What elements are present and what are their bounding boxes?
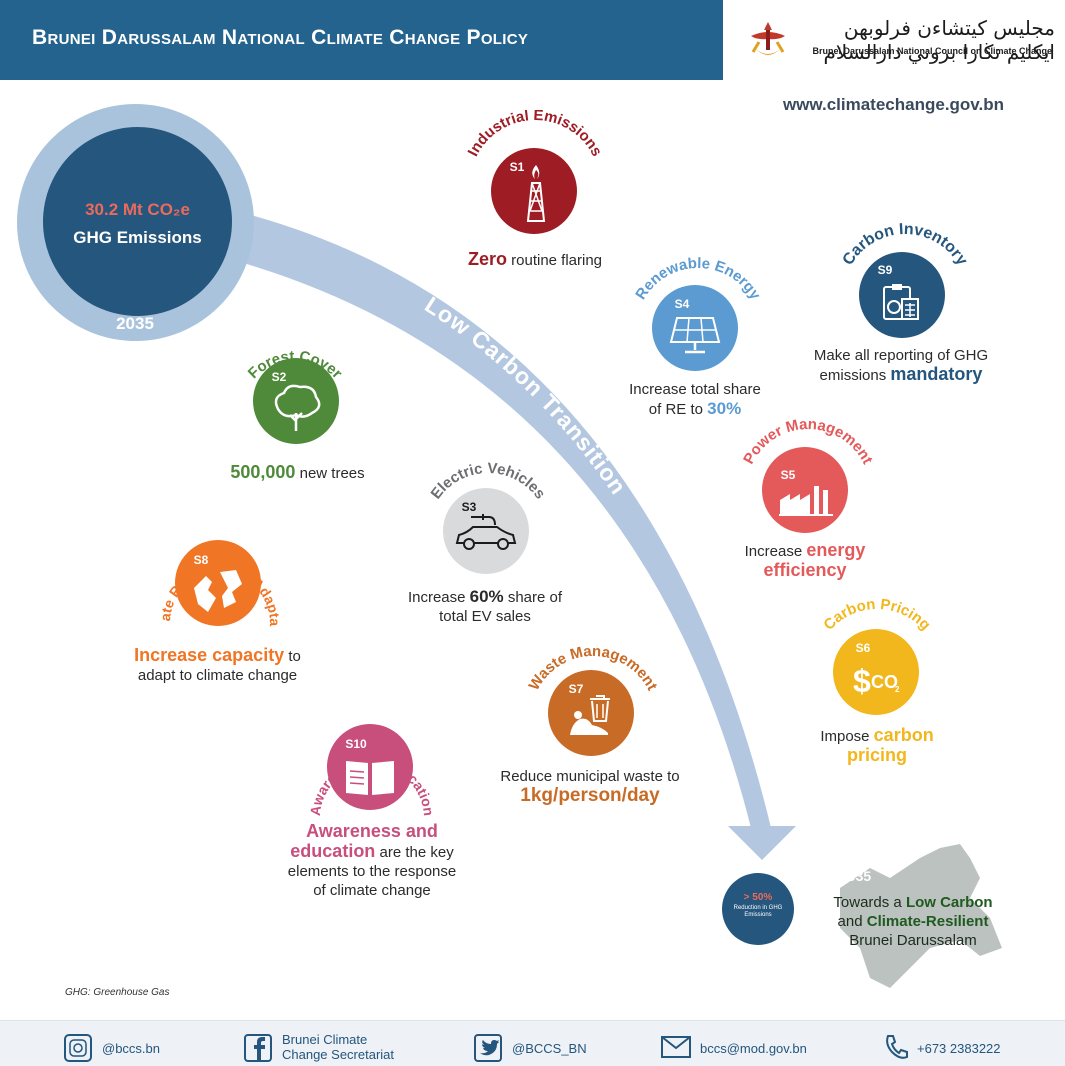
carbon-dollar-icon: $ CO 2 (853, 663, 900, 699)
twitter-icon[interactable] (473, 1033, 503, 1063)
s5-circle (762, 447, 848, 533)
s10-circle (327, 724, 413, 810)
emissions-label: GHG Emissions (73, 228, 202, 247)
s5-code: S5 (780, 468, 796, 482)
s4-code: S4 (674, 297, 690, 311)
phone-number[interactable]: +673 2383222 (917, 1041, 1001, 1056)
council-name-english: Brunei Darussalam National Council on Cl… (812, 46, 1052, 56)
twitter-handle[interactable]: @BCCS_BN (512, 1041, 587, 1056)
svg-text:Carbon Pricing: Carbon Pricing (820, 596, 933, 634)
s9-circle (859, 252, 945, 338)
land-crack-icon (194, 570, 242, 612)
website-link[interactable]: www.climatechange.gov.bn (782, 95, 1004, 114)
footnote: GHG: Greenhouse Gas (65, 987, 170, 998)
instagram-handle[interactable]: @bccs.bn (102, 1041, 160, 1056)
mail-icon[interactable] (661, 1036, 691, 1058)
page-title: Brunei Darussalam National Climate Chang… (32, 26, 529, 49)
emissions-value: 30.2 Mt CO₂e (85, 200, 190, 219)
s3-circle (443, 488, 529, 574)
reduction-percent: > 50% (743, 892, 773, 903)
outcome-year: 2035 (840, 868, 872, 884)
email-address[interactable]: bccs@mod.gov.bn (700, 1041, 807, 1056)
emissions-year: 2035 (116, 314, 154, 333)
svg-text:CO: CO (871, 672, 898, 692)
s6-title: Carbon Pricing (820, 596, 933, 634)
header-bar (0, 0, 723, 80)
phone-icon[interactable] (884, 1034, 908, 1060)
instagram-icon[interactable] (63, 1033, 93, 1063)
s2-description: 500,000 new trees (230, 462, 365, 483)
factory-icon (779, 486, 833, 516)
electric-car-icon (455, 514, 517, 550)
book-icon (346, 761, 394, 795)
tree-icon (274, 384, 321, 431)
s3-code: S3 (461, 500, 477, 514)
s8-code: S8 (193, 553, 209, 567)
clipboard-calculator-icon (883, 284, 919, 320)
s1-description: Zero routine flaring (467, 249, 603, 270)
flame-tower-icon (526, 165, 546, 222)
s9-code: S9 (877, 263, 893, 277)
s10-code: S10 (345, 737, 367, 751)
s7-code: S7 (568, 682, 584, 696)
s8-circle (175, 540, 261, 626)
s1-code: S1 (509, 160, 525, 174)
council-name-jawi: مجليس كيتشاءن فرلوبهن ايكليم نڬارا بروني… (823, 16, 1055, 64)
s4-circle (652, 285, 738, 371)
s7-circle (548, 670, 634, 756)
svg-text:$: $ (853, 663, 871, 699)
svg-text:2: 2 (895, 685, 900, 694)
brunei-map-icon (840, 844, 1002, 988)
waste-bin-icon (570, 695, 610, 735)
s2-code: S2 (271, 370, 287, 384)
s6-code: S6 (855, 641, 871, 655)
reduction-circle (722, 873, 794, 945)
solar-panel-icon (669, 317, 721, 354)
facebook-icon[interactable] (243, 1033, 273, 1063)
brunei-crest-icon (751, 22, 785, 55)
emissions-circle (43, 127, 232, 316)
s6-circle (833, 629, 919, 715)
reduction-label: Reduction in GHG Emissions (733, 905, 783, 918)
